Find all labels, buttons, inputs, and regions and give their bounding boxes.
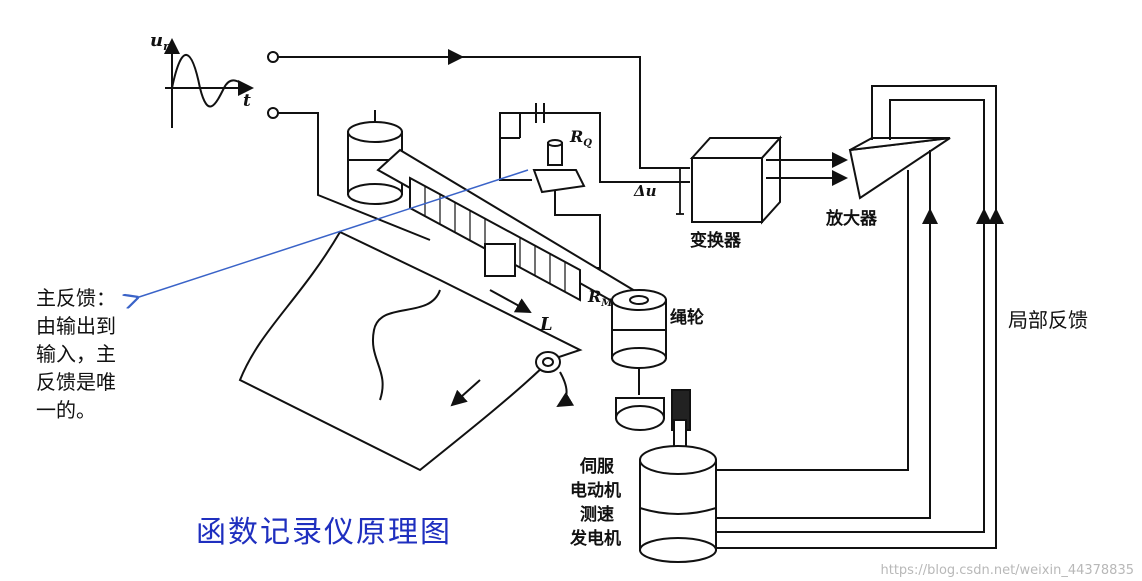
resistor-q-label: RQ: [569, 127, 592, 149]
svg-text:发电机: 发电机: [569, 528, 621, 549]
recording-paper: [238, 230, 583, 472]
local-feedback-label: 局部反馈: [1008, 308, 1088, 332]
motor-label: 伺服 电动机 测速 发电机: [569, 456, 621, 549]
annotation-line: 一的。: [36, 398, 96, 422]
main-feedback-pointer: [136, 169, 529, 298]
delta-u-label: Δu: [633, 182, 657, 200]
displacement-arrow: [489, 289, 532, 313]
annotation-line: 主反馈：: [36, 286, 116, 310]
input-terminals: [267, 51, 279, 119]
amplifier-block: [848, 137, 951, 200]
svg-text:电动机: 电动机: [570, 480, 621, 501]
input-waveform: [164, 38, 254, 128]
rq-potentiometer: [532, 139, 586, 194]
delta-u-bracket: [676, 167, 684, 215]
converter-block: [689, 135, 783, 225]
displacement-label: L: [539, 314, 553, 335]
pulley-label: 绳轮: [670, 307, 704, 328]
left-drum: [347, 110, 403, 205]
servo-motor: [639, 419, 717, 563]
resistor-m-label: RM: [587, 287, 613, 309]
converter-to-amplifier: [766, 152, 848, 186]
input-signal-label: ur: [150, 30, 170, 53]
watermark: https://blog.csdn.net/weixin_44378835: [880, 563, 1134, 578]
annotation-line: 反馈是唯: [36, 370, 116, 394]
slide-rail: [376, 148, 653, 312]
time-axis-label: t: [243, 91, 251, 111]
svg-text:伺服: 伺服: [579, 456, 615, 477]
local-feedback-lines: [716, 85, 1004, 549]
diagram-title: 函数记录仪原理图: [196, 515, 452, 550]
annotation-line: 由输出到: [36, 314, 116, 338]
svg-text:测速: 测速: [580, 504, 614, 525]
pulley: [611, 289, 667, 395]
main-feedback-annotation: 主反馈： 由输出到 输入，主 反馈是唯 一的。: [36, 284, 146, 424]
annotation-line: 输入，主: [36, 342, 116, 366]
converter-label: 变换器: [690, 230, 742, 251]
amplifier-label: 放大器: [825, 208, 878, 229]
